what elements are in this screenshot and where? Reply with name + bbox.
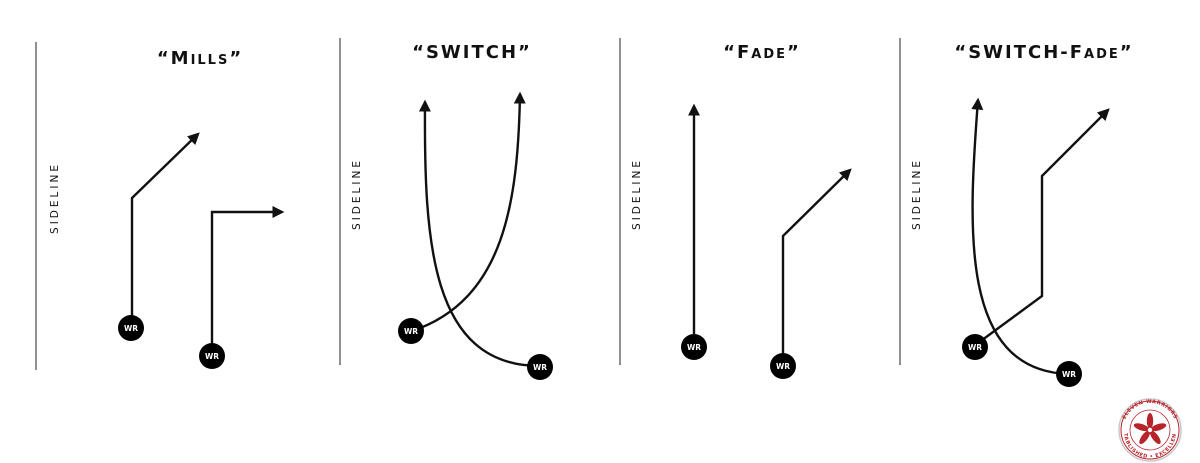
- route-switch-fade: [971, 97, 1069, 376]
- svg-text:WR: WR: [124, 324, 138, 333]
- player-wr: WR: [962, 334, 988, 360]
- sideline-label: SIDELINE: [911, 158, 923, 230]
- player-wr: WR: [398, 318, 424, 344]
- panel-mills: “MILLS” SIDELINE WR WR: [35, 42, 285, 370]
- buckeye-leaf-icon: [1133, 413, 1167, 445]
- player-wr: WR: [770, 353, 796, 379]
- svg-text:WR: WR: [687, 343, 701, 352]
- svg-text:WR: WR: [776, 362, 790, 371]
- play-title: “FADE”: [723, 42, 801, 63]
- svg-text:WR: WR: [968, 343, 982, 352]
- player-wr: WR: [199, 343, 225, 369]
- route-out: [210, 206, 285, 354]
- route-corner: [781, 168, 852, 354]
- player-wr: WR: [681, 334, 707, 360]
- svg-text:ESTABLISHED • EXCELLENCE: ESTABLISHED • EXCELLENCE: [0, 0, 1177, 460]
- play-title: “MILLS”: [157, 48, 243, 69]
- svg-text:WR: WR: [205, 352, 219, 361]
- route-post: [130, 132, 200, 326]
- play-title: “SWITCH”: [412, 42, 532, 63]
- sideline-label: SIDELINE: [49, 162, 61, 234]
- panel-switch: “SWITCH” SIDELINE WR WR: [339, 38, 553, 380]
- route-switch-corner: [973, 108, 1110, 347]
- sideline-label: SIDELINE: [351, 158, 363, 230]
- svg-text:WR: WR: [533, 363, 547, 372]
- svg-text:WR: WR: [404, 327, 418, 336]
- panel-fade: “FADE” SIDELINE WR WR: [619, 38, 852, 379]
- route-switch-inside: [418, 99, 541, 368]
- play-title: “SWITCH-FADE”: [954, 42, 1133, 63]
- svg-text:WR: WR: [1062, 370, 1076, 379]
- sideline-label: SIDELINE: [631, 158, 643, 230]
- player-wr: WR: [1056, 361, 1082, 387]
- route-switch-outside: [411, 91, 526, 333]
- panel-switch-fade: “SWITCH-FADE” SIDELINE WR WR: [899, 38, 1133, 387]
- player-wr: WR: [118, 315, 144, 341]
- player-wr: WR: [527, 354, 553, 380]
